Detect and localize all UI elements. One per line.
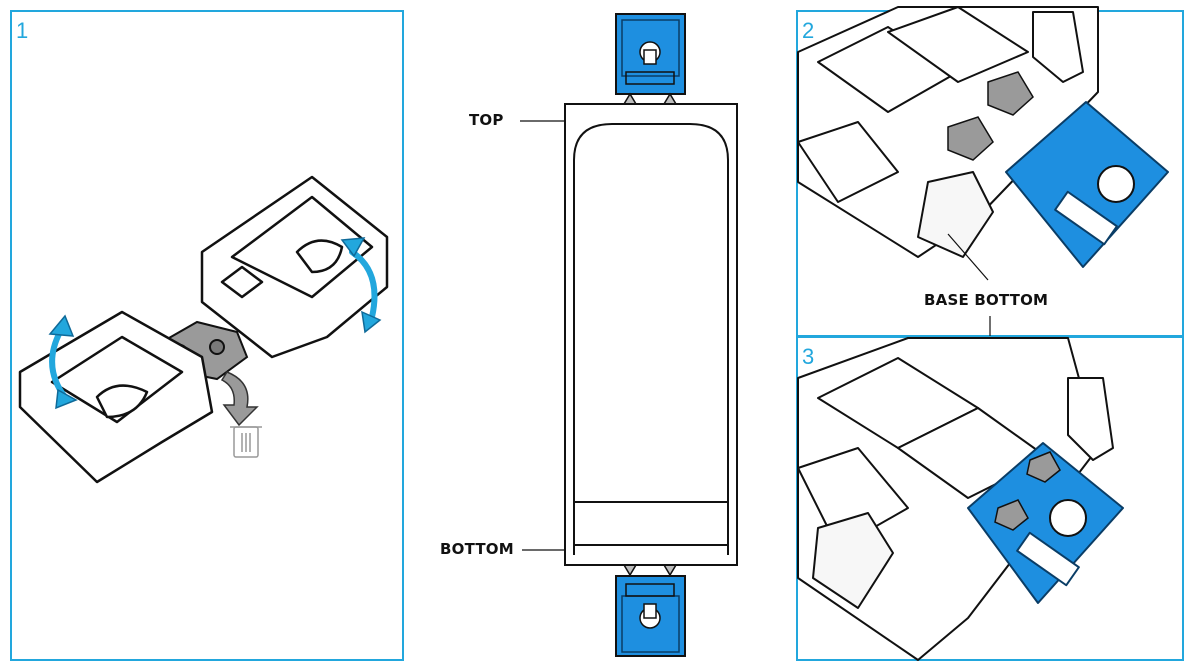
base-clip-align-illustration [797,6,1169,281]
panel-step-3: 3 [796,336,1184,661]
large-clip [200,175,389,359]
small-clip [18,310,214,484]
down-arrow-icon [220,371,259,427]
trash-icon [230,426,262,458]
clip-attached-illustration [797,337,1124,661]
blue-clip-attached [967,442,1124,604]
gray-base-hooks [947,71,1034,161]
bottom-blue-clip [615,575,686,657]
blue-clip [1005,101,1169,268]
step-number-3: 3 [802,344,815,369]
panel-step-2: 2 [796,6,1184,337]
top-blue-clip [615,13,686,95]
label-top: TOP [469,111,504,129]
step-number-1: 1 [16,18,29,43]
panel-step-1: 1 [10,10,404,661]
clip-removal-illustration [18,175,389,484]
label-base-bottom: BASE BOTTOM [924,291,1049,309]
label-bottom: BOTTOM [440,540,514,558]
step-number-2: 2 [802,18,815,43]
